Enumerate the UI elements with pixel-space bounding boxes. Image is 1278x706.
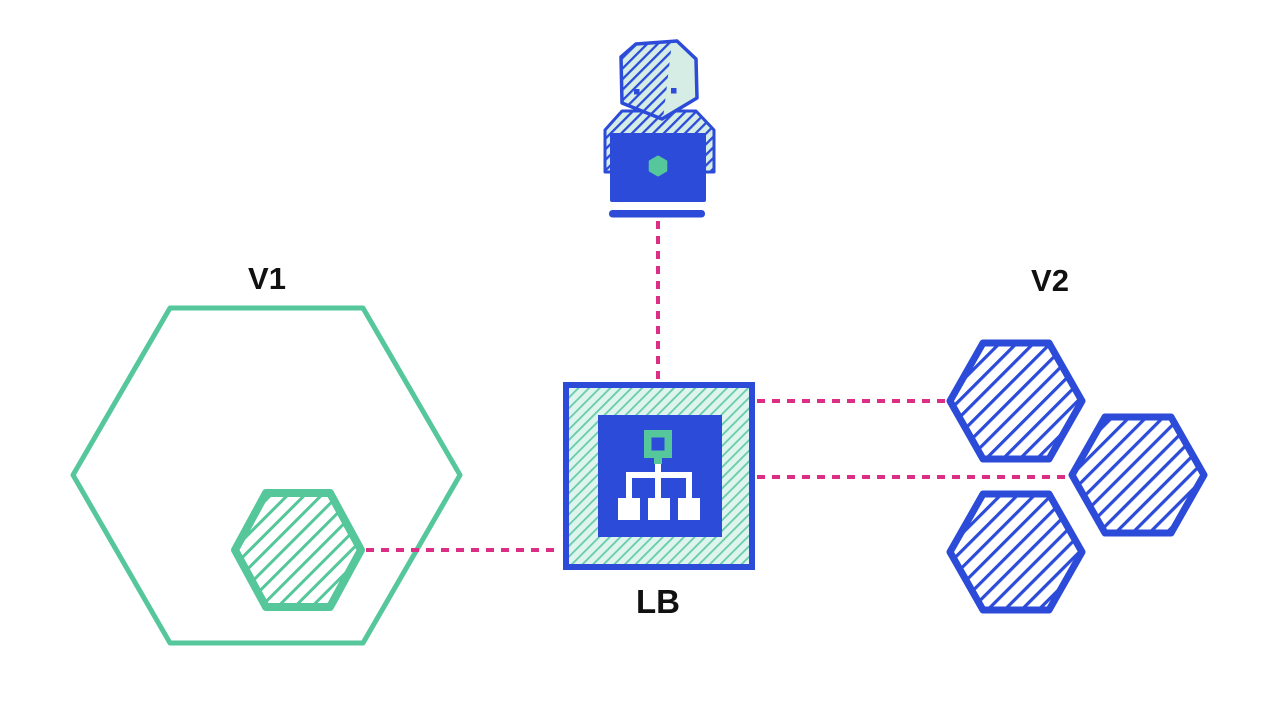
v2-hexagon-middle — [1068, 413, 1208, 537]
user-at-laptop-icon — [603, 39, 716, 218]
laptop-logo-hexagon-icon — [648, 155, 668, 177]
connectors — [366, 221, 1068, 552]
desk-bar — [609, 210, 705, 218]
v2-hexagon-bottom — [946, 490, 1086, 614]
load-balancer-icon — [618, 430, 700, 520]
v1-outer-hexagon — [70, 305, 463, 646]
v2-hexagon-top — [946, 339, 1086, 463]
user-eye-left — [634, 89, 640, 95]
user-head — [619, 39, 699, 121]
v1-cluster: V1 — [70, 261, 463, 646]
v2-label: V2 — [1031, 263, 1069, 298]
load-balancer-node: LB — [563, 382, 755, 620]
v1-label: V1 — [248, 261, 286, 296]
v2-cluster: V2 — [946, 263, 1208, 614]
user-eye-right — [671, 88, 677, 94]
lb-label: LB — [636, 583, 680, 620]
v1-inner-hexagon — [231, 489, 365, 611]
